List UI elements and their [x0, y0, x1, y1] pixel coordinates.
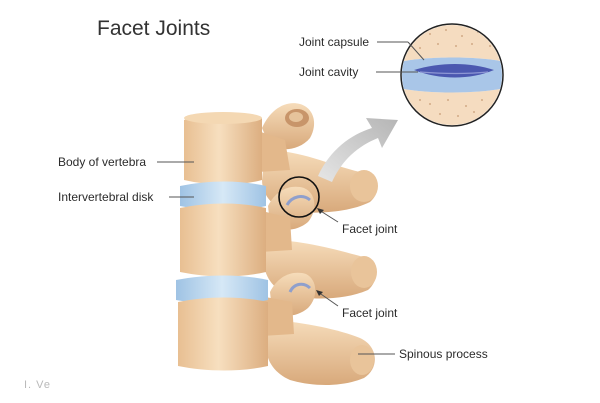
label-joint-cavity: Joint cavity [299, 65, 359, 79]
label-spinous-process: Spinous process [399, 347, 488, 361]
leader-facet-joint-lower [317, 291, 339, 307]
pedicle-middle [258, 210, 292, 252]
label-intervertebral-disk: Intervertebral disk [58, 190, 154, 204]
magnify-arrow [318, 118, 398, 182]
label-facet-joint-lower: Facet joint [342, 306, 398, 320]
joint-detail-inset [400, 23, 504, 127]
leader-facet-joint-upper [318, 209, 339, 223]
vertebral-body-top [184, 112, 262, 185]
arrowhead-facet-lower [316, 290, 323, 296]
label-facet-joint-upper: Facet joint [342, 222, 398, 236]
pedicle-bottom [260, 296, 294, 336]
watermark: I. Ve [24, 379, 52, 391]
vertebral-body-bottom [178, 297, 268, 371]
facet-joint-highlight-circle [278, 176, 320, 218]
label-body-of-vertebra: Body of vertebra [58, 155, 147, 169]
pedicle-top [255, 130, 290, 172]
intervertebral-disk-lower [176, 275, 268, 305]
intervertebral-disk-upper [180, 181, 266, 211]
arrowhead-facet-upper [317, 208, 324, 214]
page-title: Facet Joints [97, 17, 211, 40]
vertebral-body-middle [180, 203, 266, 277]
spinous-process-bottom [266, 320, 375, 385]
leader-lines [157, 41, 425, 355]
label-joint-capsule: Joint capsule [299, 35, 370, 49]
